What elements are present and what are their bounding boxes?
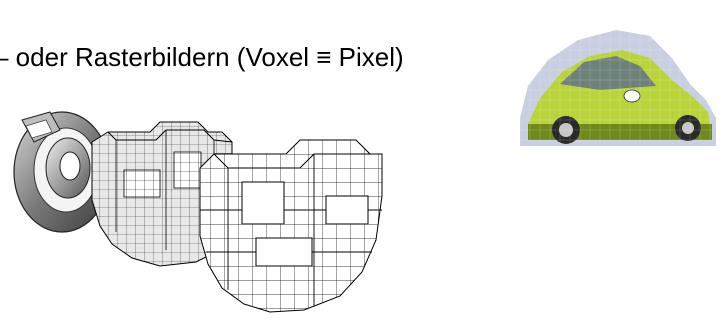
- caption-text: – oder Rasterbildern (Voxel ≡ Pixel): [0, 42, 404, 72]
- voxel-outline-model-icon: [199, 139, 383, 313]
- voxel-coarse-model-icon: [91, 121, 233, 267]
- voxelized-car-icon: [520, 30, 716, 150]
